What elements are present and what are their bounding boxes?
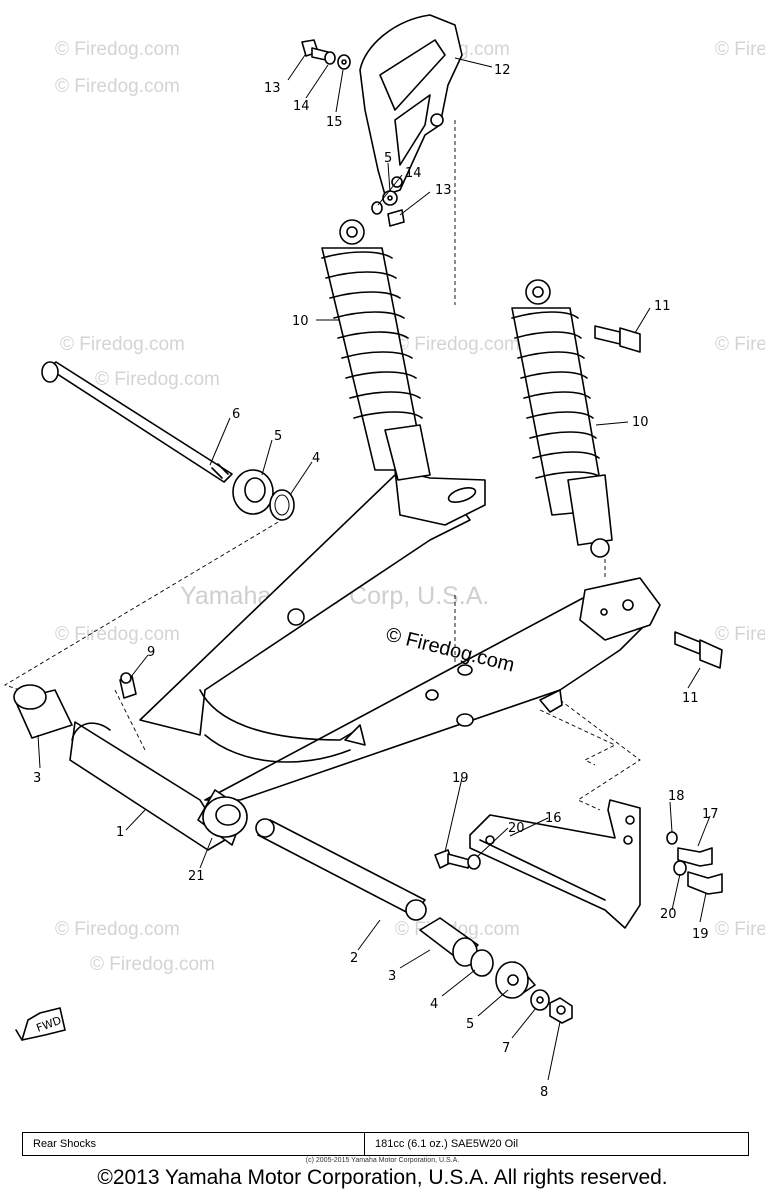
watermark-site: © Firedog.com (55, 76, 180, 97)
chain-guard-part-16 (469, 799, 641, 929)
callout-3: 3 (33, 771, 41, 786)
callout-11: 11 (654, 299, 671, 314)
callout-5: 5 (466, 1017, 474, 1032)
bolt-part-11-upper (594, 325, 641, 353)
callout-20: 20 (660, 907, 677, 922)
callout-17: 17 (702, 807, 719, 822)
callout-7: 7 (502, 1041, 510, 1056)
bolt-part-19-right (687, 871, 723, 895)
main-copyright: ©2013 Yamaha Motor Corporation, U.S.A. A… (97, 1166, 668, 1189)
grease-nipple-part-9 (119, 672, 137, 699)
watermark-site: © Firedog.com (715, 624, 765, 645)
bolt-part-11-lower (674, 631, 723, 669)
swing-arm-part-1 (69, 469, 661, 851)
rear-shock-part-10-right (511, 279, 613, 558)
watermark-site: © Firedog.com (95, 369, 220, 390)
callout-4: 4 (430, 997, 438, 1012)
bolt-part-17 (677, 847, 713, 867)
watermark-site: © Firedog.com (715, 919, 765, 940)
washer-part-18 (666, 831, 678, 845)
callout-16: 16 (545, 811, 562, 826)
washer-part-7 (530, 989, 550, 1011)
callout-10: 10 (632, 415, 649, 430)
bolt-part-13-mid (387, 209, 405, 227)
watermark-site: © Firedog.com (395, 334, 520, 355)
rear-axle-part-6 (41, 361, 233, 483)
watermark-site: © Firedog.com (60, 334, 185, 355)
callout-3: 3 (388, 969, 396, 984)
washer-part-14-mid (371, 201, 383, 215)
callout-19: 19 (692, 927, 709, 942)
washer-part-5-top (382, 190, 398, 206)
spec-value: 181cc (6.1 oz.) SAE5W20 Oil (375, 1138, 519, 1150)
callout-leader-lines (37, 54, 711, 1081)
pivot-shaft-part-2 (255, 818, 427, 921)
watermark-site: © Firedog.com (55, 624, 180, 645)
callout-20: 20 (508, 821, 525, 836)
collar-part-5-axle (232, 469, 274, 515)
callout-13: 13 (435, 183, 452, 198)
seal-part-4-axle (269, 489, 295, 521)
washer-part-14-top (324, 51, 336, 65)
callout-14: 14 (293, 99, 310, 114)
seal-part-4-lower (470, 949, 494, 977)
collar-part-5-lower (495, 961, 536, 999)
bracket-part-12 (359, 14, 463, 196)
bolt-part-13-top (301, 39, 329, 61)
bolt-part-19-left (434, 849, 471, 869)
callout-11: 11 (682, 691, 699, 706)
watermark-site: © Firedog.com (90, 954, 215, 975)
callout-4: 4 (312, 451, 320, 466)
small-copyright: (c) 2005-2015 Yamaha Motor Corporation, … (305, 1157, 460, 1164)
spec-table: Rear Shocks 181cc (6.1 oz.) SAE5W20 Oil (22, 1132, 749, 1156)
callout-14: 14 (405, 166, 422, 181)
spec-label: Rear Shocks (23, 1133, 365, 1155)
callout-2: 2 (350, 951, 358, 966)
watermark-site: © Firedog.com (55, 919, 180, 940)
callout-5: 5 (384, 151, 392, 166)
rear-shock-part-10-left (321, 219, 431, 481)
callout-15: 15 (326, 115, 343, 130)
washer-part-15 (337, 54, 351, 70)
callout-5: 5 (274, 429, 282, 444)
callout-8: 8 (540, 1085, 548, 1100)
washer-part-20-left (467, 854, 481, 870)
callout-18: 18 (668, 789, 685, 804)
callout-labels: 13 14 15 12 5 14 13 10 11 10 6 5 4 9 3 1… (33, 63, 719, 1100)
callout-19: 19 (452, 771, 469, 786)
callout-6: 6 (232, 407, 240, 422)
nut-part-8 (549, 997, 573, 1024)
callout-21: 21 (188, 869, 205, 884)
watermark-site: © Firedog.com (715, 334, 765, 355)
callout-1: 1 (116, 825, 124, 840)
watermark-site: © Firedog.com (55, 39, 180, 60)
callout-13: 13 (264, 81, 281, 96)
pivot-boss-part-21 (197, 789, 248, 846)
forward-direction-arrow: FWD (15, 1007, 66, 1041)
bushing-part-3-left (13, 684, 73, 739)
callout-10: 10 (292, 314, 309, 329)
washer-part-20-right (673, 860, 687, 876)
callout-9: 9 (147, 645, 155, 660)
watermark-site: © Firedog.com (715, 39, 765, 60)
callout-12: 12 (494, 63, 511, 78)
